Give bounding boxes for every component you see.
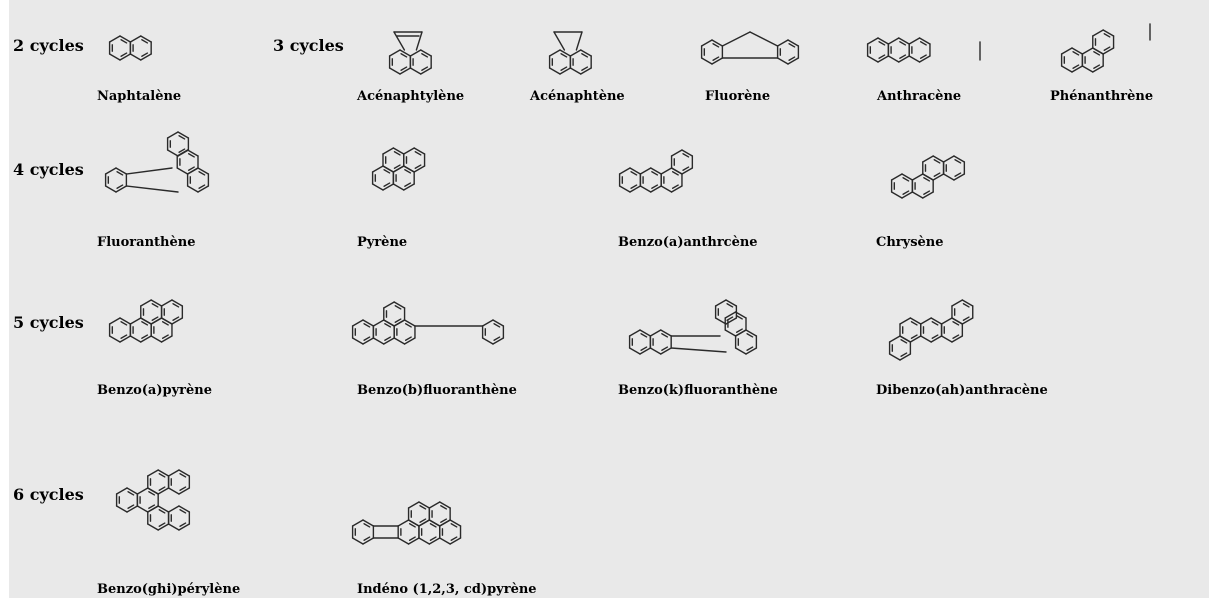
compound-name-naphtalene: Naphtalène [97,89,182,104]
compound-name-indeno-pyrene: Indéno (1,2,3, cd)pyrène [357,582,537,597]
fluoranthene-structure [104,131,210,193]
acenaphtene-structure [548,31,592,75]
naphtalene-structure [108,35,152,61]
phenanthrene-structure [1060,23,1151,73]
pyrene-structure [371,147,426,191]
benzo-k-fluoranthene-structure [628,299,758,355]
compound-name-fluoranthene: Fluoranthène [97,235,196,250]
dibenzo-ah-anthracene-structure [888,299,974,361]
indeno-pyrene-structure [351,501,462,545]
benzo-b-fluoranthene-structure [351,301,505,345]
compound-name-phenanthrene: Phénanthrène [1050,89,1154,104]
row-label-4-cycles: 4 cycles [13,160,84,179]
compound-name-acenaphtene: Acénaphtène [530,89,625,104]
compound-name-benzo-a-anthracene: Benzo(a)anthrcène [618,235,758,250]
compound-name-fluorene: Fluorène [705,89,771,104]
compound-name-benzo-b-fluoranthene: Benzo(b)fluoranthène [357,383,517,398]
figure-panel [9,0,1209,598]
compound-name-benzo-ghi-perylene: Benzo(ghi)pérylène [97,582,241,597]
row-label-3-cycles: 3 cycles [273,36,344,55]
compound-name-chrysene: Chrysène [876,235,944,250]
compound-name-benzo-a-pyrene: Benzo(a)pyrène [97,383,212,398]
compound-name-dibenzo-ah-anthracene: Dibenzo(ah)anthracène [876,383,1048,398]
row-label-5-cycles: 5 cycles [13,313,84,332]
row-label-2-cycles: 2 cycles [13,36,84,55]
benzo-a-pyrene-structure [108,299,184,343]
row-label-6-cycles: 6 cycles [13,485,84,504]
benzo-a-anthracene-structure [618,149,694,193]
benzo-ghi-perylene-structure [115,469,191,531]
compound-name-pyrene: Pyrène [357,235,408,250]
anthracene-structure [866,37,981,63]
acenaphtylene-structure [388,31,432,75]
fluorene-structure [700,31,800,65]
compound-name-anthracene: Anthracène [877,89,962,104]
chrysene-structure [890,155,966,199]
compound-name-acenaphtylene: Acénaphtylène [357,89,465,104]
compound-name-benzo-k-fluoranthene: Benzo(k)fluoranthène [618,383,778,398]
